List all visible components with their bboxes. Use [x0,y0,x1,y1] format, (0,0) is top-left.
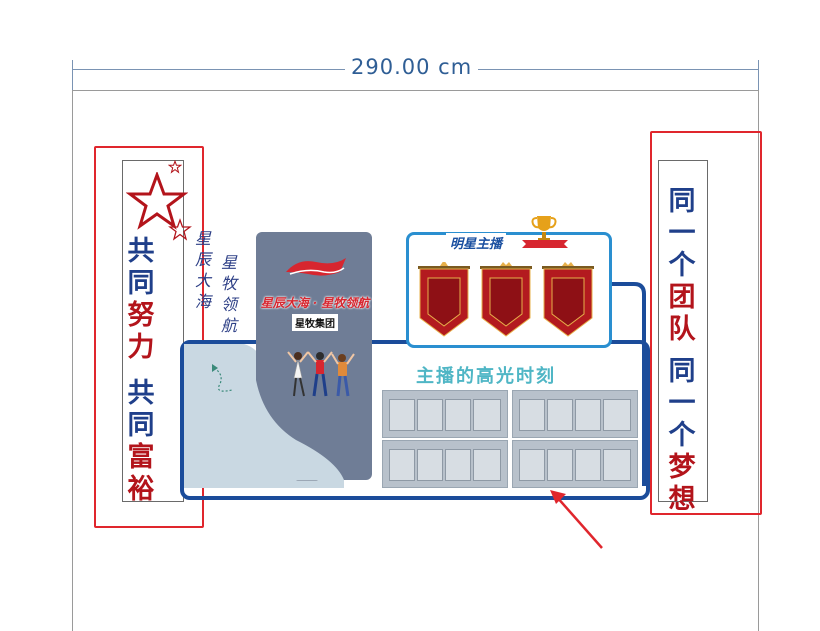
photo-slot [417,399,443,431]
photo-slot [389,449,415,481]
right-slogan-char: 个 [668,420,696,451]
star-streamer-title: 明星主播 [446,233,507,252]
left-slogan-char: 共 [127,236,155,267]
left-highlight-box [94,146,204,528]
slate-curve-overlay [256,380,344,480]
right-slogan-char: 队 [668,314,696,345]
photo-film-1 [382,390,508,438]
photo-slot [445,449,471,481]
calligraphy-char: 星 [194,229,211,248]
logo-ribbon-icon [286,258,346,276]
big-star-icon [126,172,188,230]
right-slogan-char: 同 [668,356,696,387]
calligraphy-char: 领 [220,295,237,314]
right-slogan-char: 团 [668,282,696,313]
calligraphy-char: 牧 [220,274,237,293]
calligraphy-char: 海 [194,292,211,311]
photo-slot [389,399,415,431]
pennants [418,262,594,342]
photo-slot [473,449,501,481]
left-slogan-char: 努 [127,300,155,331]
right-slogan-char: 个 [668,250,696,281]
calligraphy-char: 星 [220,253,237,272]
photo-slot [603,449,631,481]
tiny-star-icon [168,160,182,174]
wall-outline [72,90,759,631]
group-name: 星牧集团 [292,314,338,331]
pennant-2 [480,262,532,337]
left-slogan-char: 裕 [127,474,155,505]
left-slogan: 共 同 努 力 共 同 富 裕 [124,236,158,506]
left-slogan-char: 共 [127,378,155,409]
people-illustration [287,351,355,397]
small-star-icon [168,218,192,241]
arrow-pointer-icon [550,490,603,549]
photo-slot [445,399,471,431]
calligraphy-column-1: 星 辰 大 海 [192,228,214,312]
calligraphy-char: 辰 [194,250,211,269]
left-slogan-char: 力 [127,332,155,363]
highlight-title: 主播的高光时刻 [416,366,556,387]
photo-slot [547,449,573,481]
pennant-1 [418,262,470,337]
right-slogan-char: 想 [668,484,696,515]
photo-slot [519,399,545,431]
left-slogan-char: 富 [127,442,155,473]
photo-slot [603,399,631,431]
right-slogan-char: 一 [668,388,696,419]
dimension-tick-left [72,60,73,90]
photo-slot [417,449,443,481]
right-slogan: 同 一 个 团 队 同 一 个 梦 想 [664,186,700,516]
photo-film-3 [382,440,508,488]
right-slogan-char: 同 [668,186,696,217]
board-frame-upper [564,282,646,486]
photo-slot [473,399,501,431]
right-side-panel [658,160,708,502]
left-slogan-char: 同 [127,268,155,299]
right-highlight-box [650,131,762,515]
calligraphy-char: 航 [220,316,237,335]
photo-film-2 [512,390,638,438]
center-slogan: 星辰大海 · 星牧领航 [260,296,370,310]
photo-slot [547,399,573,431]
left-slogan-char: 同 [127,410,155,441]
dimension-tick-right [758,60,759,90]
calligraphy-column-2: 星 牧 领 航 [218,252,240,336]
right-slogan-char: 梦 [668,452,696,483]
pennant-3 [542,262,594,337]
photo-slot [575,449,601,481]
right-slogan-char: 一 [668,218,696,249]
red-ribbon-icon [522,240,568,248]
dimension-label: 290.00 cm [345,55,479,79]
photo-slot [519,449,545,481]
photo-film-4 [512,440,638,488]
calligraphy-char: 大 [194,271,211,290]
photo-slot [575,399,601,431]
